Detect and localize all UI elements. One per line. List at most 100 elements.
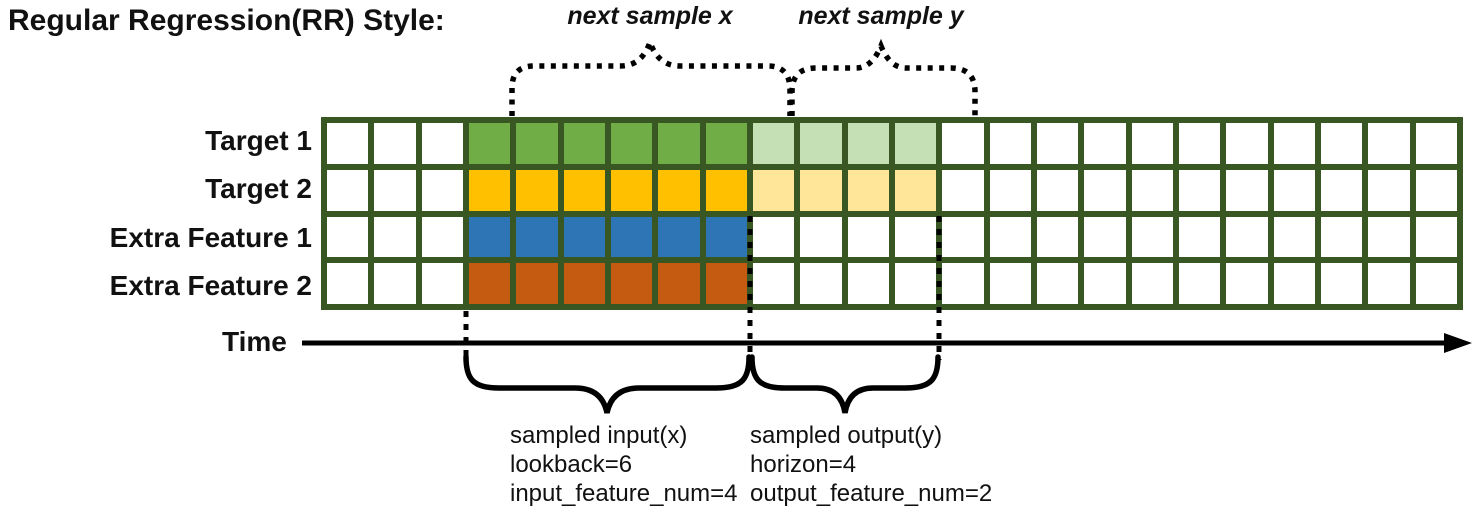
grid-cell — [752, 263, 795, 304]
sampled-input-note: sampled input(x) lookback=6 input_featur… — [510, 421, 738, 508]
grid-cell — [1320, 216, 1363, 258]
grid-cell — [1178, 216, 1221, 258]
grid-cell — [800, 216, 842, 258]
grid-cell — [1273, 123, 1315, 164]
sampled-output-brace — [749, 354, 941, 414]
grid-cell — [1226, 263, 1268, 304]
grid-cell — [847, 123, 889, 164]
horizon-value: horizon=4 — [750, 451, 857, 478]
next-sample-x-brace — [509, 33, 793, 116]
grid-cell — [1131, 123, 1173, 164]
grid-cell — [1415, 169, 1457, 211]
grid-cell — [374, 216, 416, 258]
grid-cell — [658, 123, 700, 164]
grid-cell — [374, 123, 416, 164]
grid-cell — [1320, 169, 1363, 211]
grid-cell — [989, 216, 1031, 258]
grid-cell — [658, 263, 700, 304]
grid-cell — [942, 216, 984, 258]
grid-cell — [1415, 216, 1457, 258]
grid-cell — [327, 263, 369, 304]
grid-cell — [752, 123, 795, 164]
grid-cell — [421, 123, 463, 164]
grid-cell — [1368, 263, 1410, 304]
grid-cell — [516, 169, 558, 211]
grid-cell — [1036, 263, 1079, 304]
sampled-input-brace — [463, 354, 752, 414]
grid-cell — [374, 169, 416, 211]
grid-cell — [705, 216, 747, 258]
grid-cell — [516, 216, 558, 258]
grid-cell — [1084, 216, 1126, 258]
grid-cell — [658, 169, 700, 211]
grid-cell — [847, 169, 889, 211]
grid-cell — [1320, 263, 1363, 304]
grid-cell — [1084, 123, 1126, 164]
sampled-output-note: sampled output(y) horizon=4 output_featu… — [750, 421, 992, 508]
grid-cell — [1178, 263, 1221, 304]
row-label-target-2: Target 2 — [205, 173, 312, 205]
grid-cell — [705, 263, 747, 304]
next-sample-x-label: next sample x — [567, 2, 733, 30]
lookback-value: lookback=6 — [510, 451, 633, 478]
grid-cell — [894, 216, 937, 258]
grid-cell — [563, 169, 605, 211]
grid-cell — [942, 169, 984, 211]
grid-cell — [563, 123, 605, 164]
grid-cell — [1368, 216, 1410, 258]
grid-cell — [894, 263, 937, 304]
grid-cell — [752, 169, 795, 211]
grid-cell — [1415, 123, 1457, 164]
grid-cell — [1226, 169, 1268, 211]
grid-cell — [563, 216, 605, 258]
grid-cell — [327, 123, 369, 164]
next-sample-y-label: next sample y — [798, 2, 964, 30]
grid-cell — [1320, 123, 1363, 164]
time-axis-arrowhead — [1444, 333, 1472, 353]
grid-cell — [1178, 123, 1221, 164]
grid-cell — [1226, 216, 1268, 258]
grid-cell — [1036, 123, 1079, 164]
grid-cell — [327, 216, 369, 258]
grid-cell — [1415, 263, 1457, 304]
grid-cell — [989, 169, 1031, 211]
grid-cell — [468, 263, 511, 304]
grid-cell — [752, 216, 795, 258]
grid-cell — [610, 169, 653, 211]
grid-cell — [894, 169, 937, 211]
grid-cell — [1368, 169, 1410, 211]
grid-cell — [1273, 263, 1315, 304]
input-feature-num: input_feature_num=4 — [510, 480, 738, 507]
grid-cell — [800, 263, 842, 304]
grid-cell — [1368, 123, 1410, 164]
grid-cell — [563, 263, 605, 304]
grid-cell — [421, 216, 463, 258]
grid-cell — [658, 216, 700, 258]
grid-cell — [800, 169, 842, 211]
grid-cell — [516, 263, 558, 304]
sampled-input-title: sampled input(x) — [510, 422, 688, 449]
grid-cell — [374, 263, 416, 304]
grid-cell — [1084, 263, 1126, 304]
grid-cell — [942, 123, 984, 164]
grid-cell — [894, 123, 937, 164]
grid-cell — [421, 169, 463, 211]
grid-cell — [989, 263, 1031, 304]
grid-cell — [1273, 216, 1315, 258]
row-label-extra-feature-1: Extra Feature 1 — [109, 221, 312, 253]
grid-cell — [847, 263, 889, 304]
grid-cell — [610, 263, 653, 304]
grid-cell — [468, 216, 511, 258]
row-label-target-1: Target 1 — [205, 125, 312, 157]
grid-cell — [705, 123, 747, 164]
grid-cell — [705, 169, 747, 211]
grid-cell — [421, 263, 463, 304]
grid-cell — [847, 216, 889, 258]
grid-cell — [1131, 216, 1173, 258]
grid-cell — [989, 123, 1031, 164]
sampled-output-title: sampled output(y) — [750, 422, 943, 449]
grid-cell — [327, 169, 369, 211]
grid-cell — [1131, 263, 1173, 304]
next-sample-y-brace — [789, 38, 978, 116]
diagram-title: Regular Regression(RR) Style: — [8, 4, 445, 37]
